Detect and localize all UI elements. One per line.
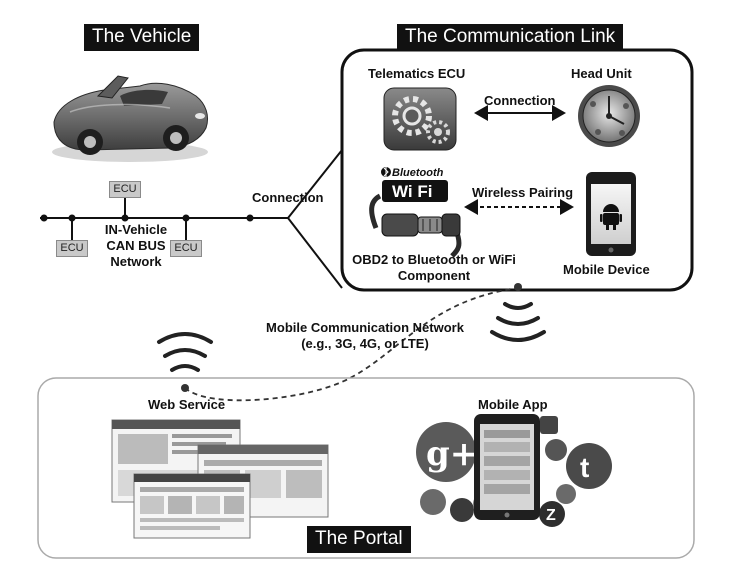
mobile-device-label: Mobile Device <box>563 262 650 277</box>
telematics-ecu-label: Telematics ECU <box>368 66 466 81</box>
head-unit-clock-icon <box>578 85 640 147</box>
can-bus-label-line2: CAN BUS <box>106 238 166 253</box>
wireless-signal-icon <box>490 283 546 342</box>
telematics-connection-label: Connection <box>484 93 556 108</box>
mobile-network-path <box>184 287 519 402</box>
portal-section-title: The Portal <box>307 526 411 553</box>
vehicle-section-title: The Vehicle <box>84 24 200 51</box>
web-service-label: Web Service <box>148 397 226 412</box>
obd2-label-line1: OBD2 to Bluetooth or WiFi <box>352 252 516 267</box>
portal-box <box>37 377 695 559</box>
can-bus-label-line1: IN-Vehicle <box>104 222 168 237</box>
ecu-box-left: ECU <box>56 240 88 257</box>
obd2-label-line2: Component <box>397 268 471 283</box>
gear-icon <box>383 87 457 151</box>
wireless-pairing-label: Wireless Pairing <box>472 185 574 200</box>
mobile-network-label-line2: (e.g., 3G, 4G, or LTE) <box>301 336 429 351</box>
bluetooth-wifi-logo: Wi Fi Bluetooth <box>381 167 448 202</box>
obd2-component-label: OBD2 to Bluetooth or WiFi Component <box>346 252 522 284</box>
svg-text:t: t <box>580 452 589 483</box>
web-service-screens-icon <box>111 419 329 539</box>
connection-wedge <box>250 149 343 289</box>
bus-connection-label: Connection <box>252 190 324 205</box>
mobile-device-icon <box>586 172 636 256</box>
android-icon <box>600 204 622 230</box>
ecu-box-top: ECU <box>109 181 141 198</box>
mobile-app-label: Mobile App <box>478 397 548 412</box>
can-bus-label-line3: Network <box>110 254 162 269</box>
mobile-network-label-line1: Mobile Communication Network <box>266 320 464 335</box>
can-bus-network <box>40 196 254 240</box>
head-unit-label: Head Unit <box>571 66 632 81</box>
svg-text:Z: Z <box>546 507 556 524</box>
wifi-text: Wi Fi <box>392 182 432 201</box>
portal-wireless-signal-icon <box>157 332 213 392</box>
svg-text:g+: g+ <box>426 434 478 474</box>
can-bus-label: IN-Vehicle CAN BUS Network <box>96 222 176 270</box>
obd2-dongle-icon <box>369 193 462 258</box>
ecu-box-right: ECU <box>170 240 202 257</box>
communication-link-section-title: The Communication Link <box>397 24 624 51</box>
bluetooth-text: Bluetooth <box>392 167 444 179</box>
mobile-app-cluster-icon: g+ t Z <box>416 414 612 527</box>
car-icon <box>52 75 209 162</box>
mobile-network-label: Mobile Communication Network (e.g., 3G, … <box>246 320 484 352</box>
